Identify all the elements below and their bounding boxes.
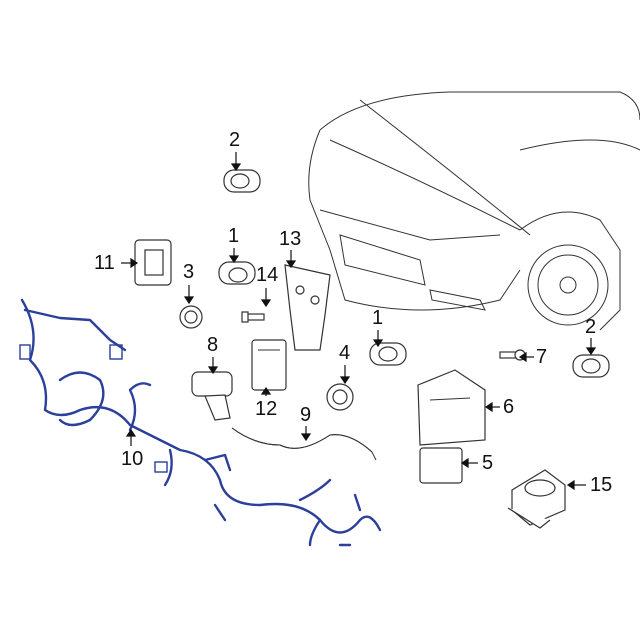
horn bbox=[507, 469, 566, 529]
bracket bbox=[284, 264, 331, 351]
sensor-with-bracket bbox=[191, 371, 233, 421]
sensor-module bbox=[134, 239, 172, 286]
callout-3: 3 bbox=[183, 261, 195, 283]
callout-10: 10 bbox=[121, 448, 144, 470]
callout-1: 1 bbox=[228, 225, 240, 247]
callout-8: 8 bbox=[207, 334, 219, 356]
parking-sensor-upper bbox=[223, 169, 261, 193]
sensor-ring bbox=[326, 383, 354, 411]
wiring-harness bbox=[19, 298, 382, 547]
callout-12: 12 bbox=[255, 398, 278, 420]
callout-15: 15 bbox=[590, 474, 613, 496]
module bbox=[419, 447, 463, 484]
parking-sensor-left bbox=[218, 261, 256, 285]
callout-2-right: 2 bbox=[585, 316, 597, 338]
sensor-bezel bbox=[179, 305, 203, 329]
callout-4: 4 bbox=[339, 342, 351, 364]
wire-lead bbox=[231, 427, 377, 461]
callout-1-center: 1 bbox=[372, 307, 384, 329]
callout-11: 11 bbox=[94, 252, 115, 274]
control-module bbox=[251, 339, 287, 391]
parking-sensor-center bbox=[369, 342, 407, 366]
callout-14: 14 bbox=[256, 264, 279, 286]
vehicle-front-illustration bbox=[308, 91, 640, 331]
callout-6: 6 bbox=[503, 396, 515, 418]
callout-7: 7 bbox=[536, 346, 548, 368]
parking-sensor-right bbox=[572, 354, 610, 378]
leader-lines bbox=[121, 152, 597, 491]
callout-5: 5 bbox=[482, 452, 494, 474]
callout-9: 9 bbox=[300, 404, 312, 426]
module-bracket bbox=[417, 369, 486, 446]
bolt bbox=[241, 311, 265, 323]
callout-2: 2 bbox=[229, 129, 241, 151]
callout-13: 13 bbox=[279, 228, 302, 250]
